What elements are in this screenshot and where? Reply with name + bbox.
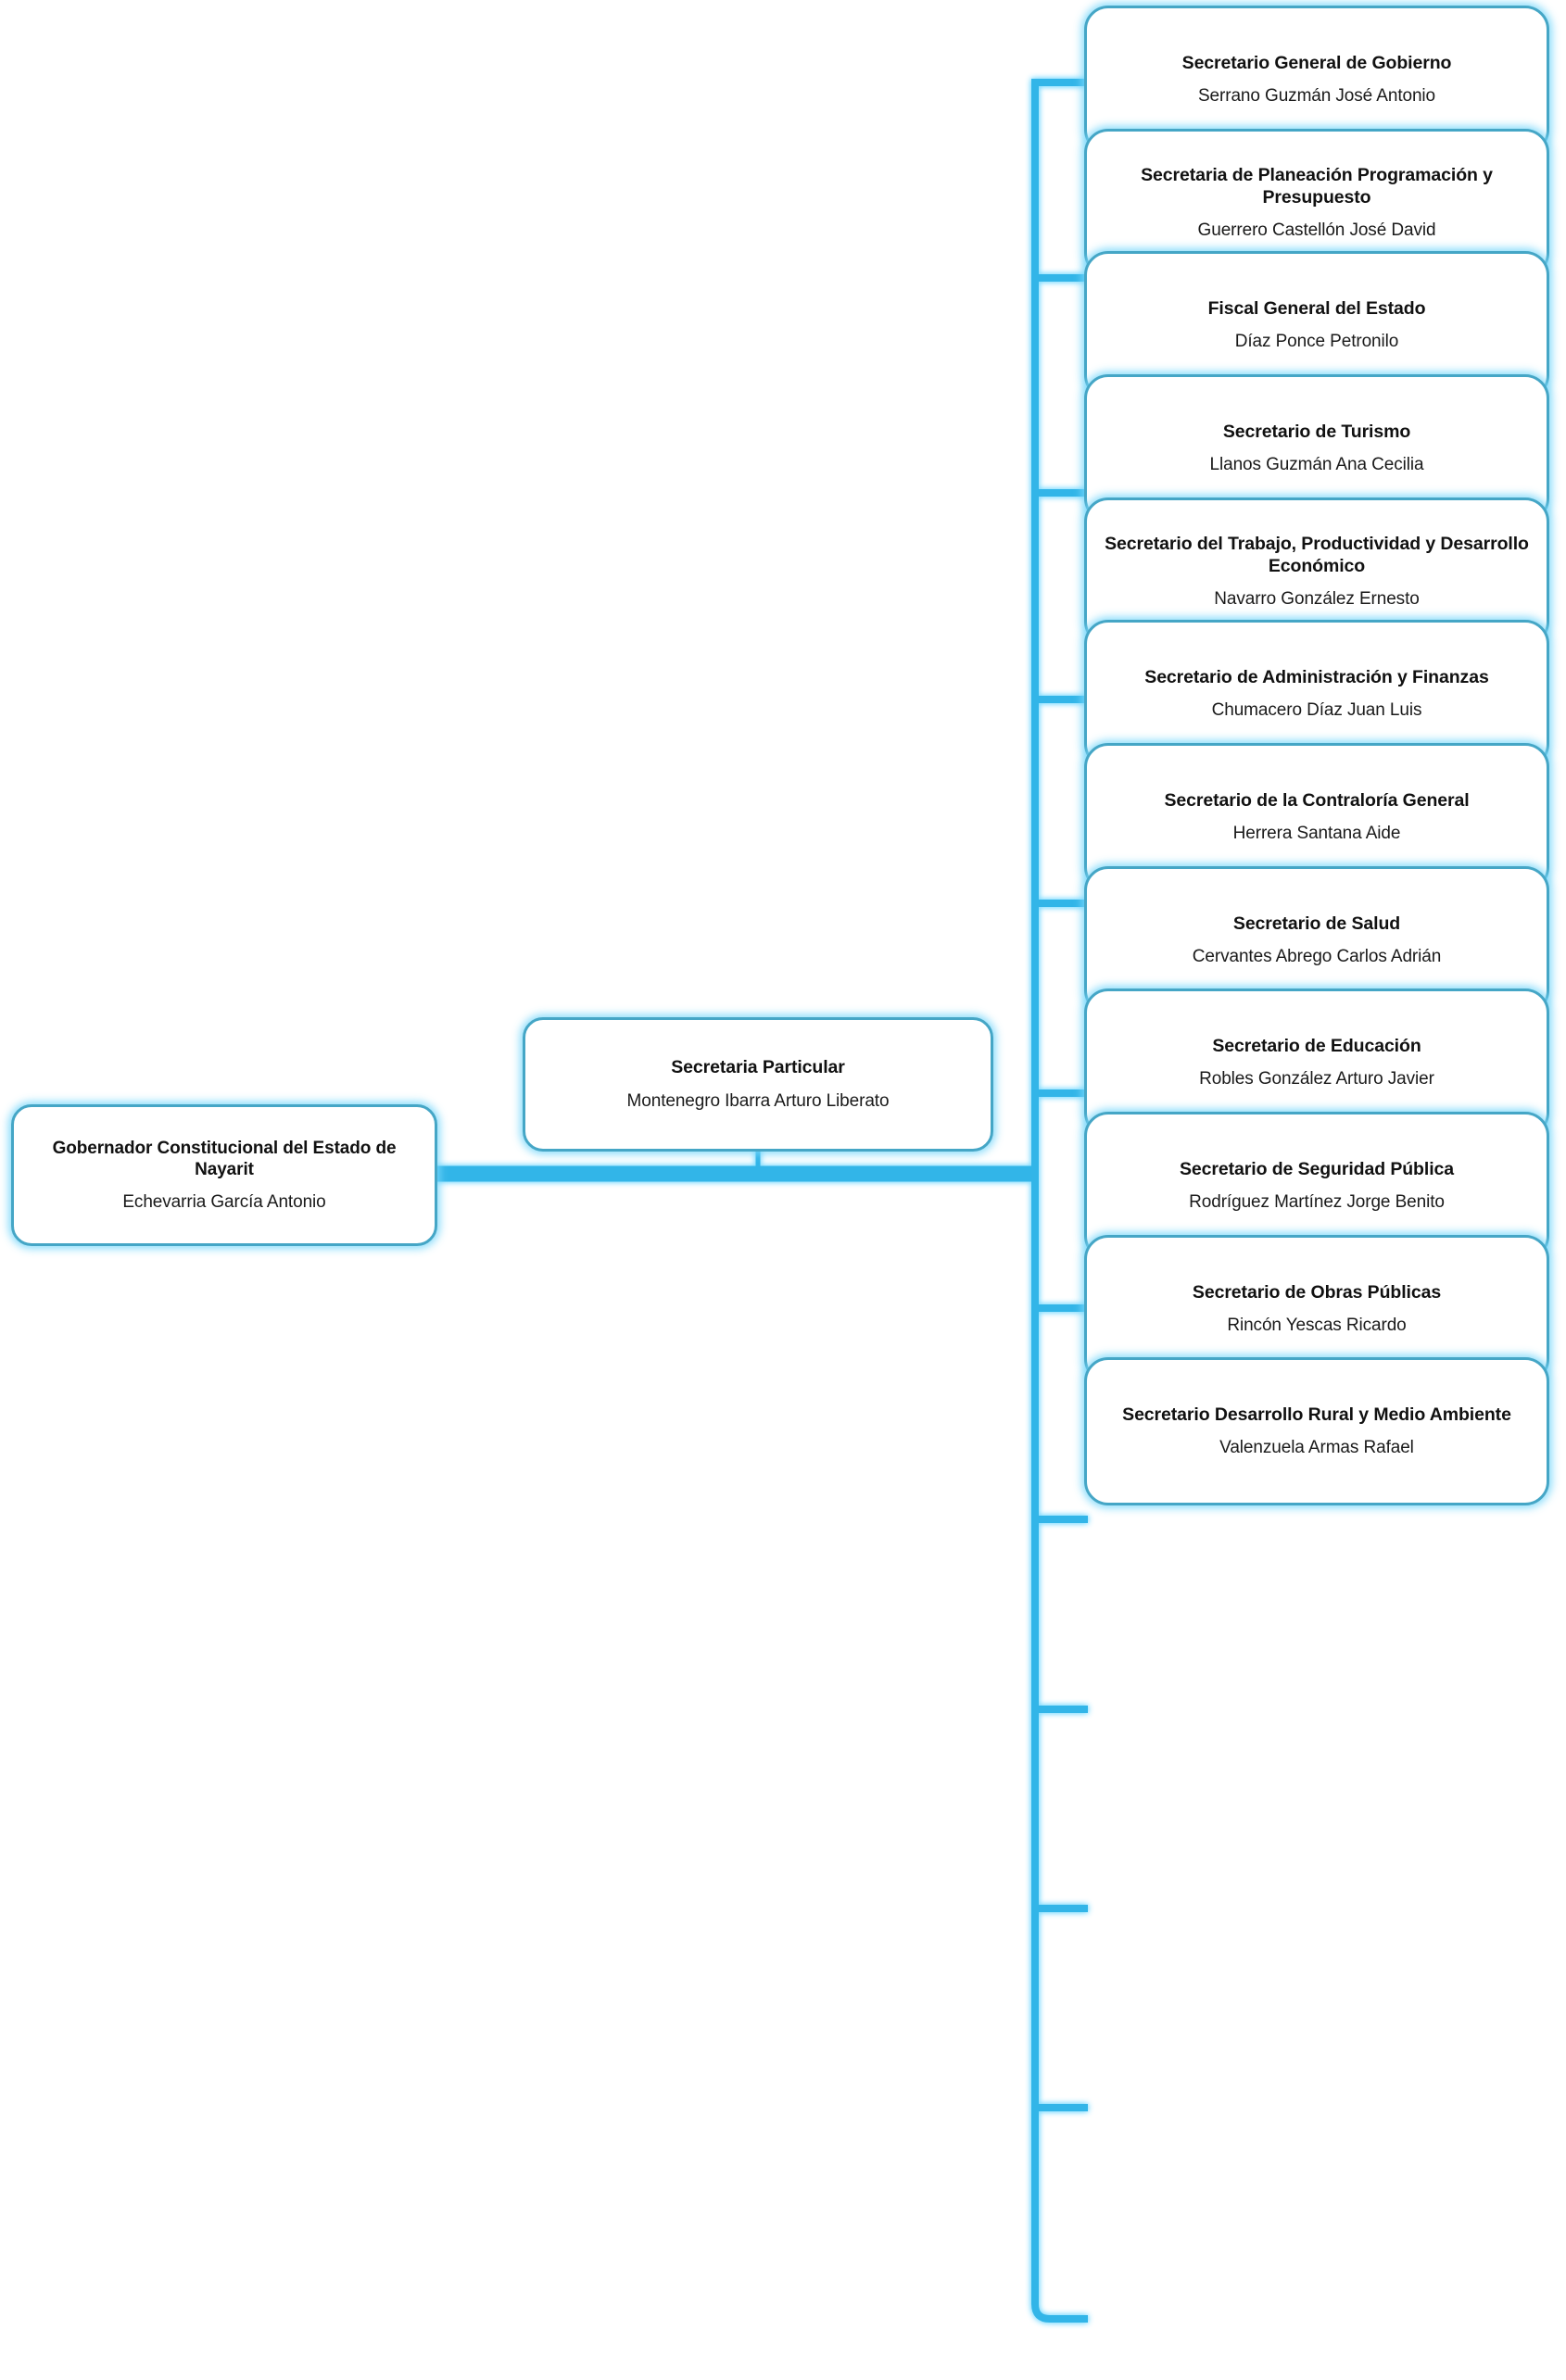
- node-person: Rincón Yescas Ricardo: [1227, 1315, 1407, 1335]
- node-title: Secretaria Particular: [671, 1057, 845, 1078]
- node-title: Secretario de Turismo: [1222, 422, 1411, 443]
- node-title: Secretario de Salud: [1232, 913, 1401, 935]
- node-title: Gobernador Constitucional del Estado de …: [52, 1138, 397, 1179]
- node-person: Rodríguez Martínez Jorge Benito: [1189, 1191, 1445, 1212]
- node-title: Fiscal General del Estado: [1207, 298, 1426, 320]
- node-secretaria-particular[interactable]: Secretaria Particular Montenegro Ibarra …: [523, 1017, 993, 1152]
- node-person: Montenegro Ibarra Arturo Liberato: [626, 1090, 890, 1111]
- vertical-trunk: [1031, 82, 1088, 2323]
- node-department-12[interactable]: Secretario Desarrollo Rural y Medio Ambi…: [1084, 1357, 1549, 1505]
- node-person: Herrera Santana Aide: [1232, 823, 1401, 843]
- node-person: Chumacero Díaz Juan Luis: [1211, 699, 1422, 720]
- node-person: Serrano Guzmán José Antonio: [1197, 85, 1436, 106]
- node-person: Díaz Ponce Petronilo: [1234, 331, 1399, 351]
- node-person: Guerrero Castellón José David: [1197, 220, 1436, 240]
- node-person: Echevarria García Antonio: [122, 1192, 326, 1213]
- node-gobernador[interactable]: Gobernador Constitucional del Estado de …: [11, 1104, 437, 1246]
- node-person: Navarro González Ernesto: [1214, 588, 1420, 609]
- node-title: Secretario de la Contraloría General: [1164, 790, 1470, 812]
- node-title: Secretario Desarrollo Rural y Medio Ambi…: [1122, 1404, 1511, 1426]
- node-title: Secretario General de Gobierno: [1181, 53, 1452, 74]
- node-title: Secretaria de Planeación Programación y …: [1141, 165, 1493, 208]
- node-person: Valenzuela Armas Rafael: [1219, 1437, 1414, 1457]
- node-title: Secretario de Administración y Finanzas: [1144, 667, 1489, 688]
- node-title: Secretario de Educación: [1212, 1036, 1421, 1057]
- node-person: Llanos Guzmán Ana Cecilia: [1209, 454, 1424, 474]
- node-person: Cervantes Abrego Carlos Adrián: [1192, 946, 1442, 966]
- node-title: Secretario de Seguridad Pública: [1180, 1159, 1454, 1180]
- node-title: Secretario del Trabajo, Productividad y …: [1105, 534, 1529, 576]
- node-title: Secretario de Obras Públicas: [1192, 1282, 1442, 1303]
- node-person: Robles González Arturo Javier: [1199, 1068, 1434, 1089]
